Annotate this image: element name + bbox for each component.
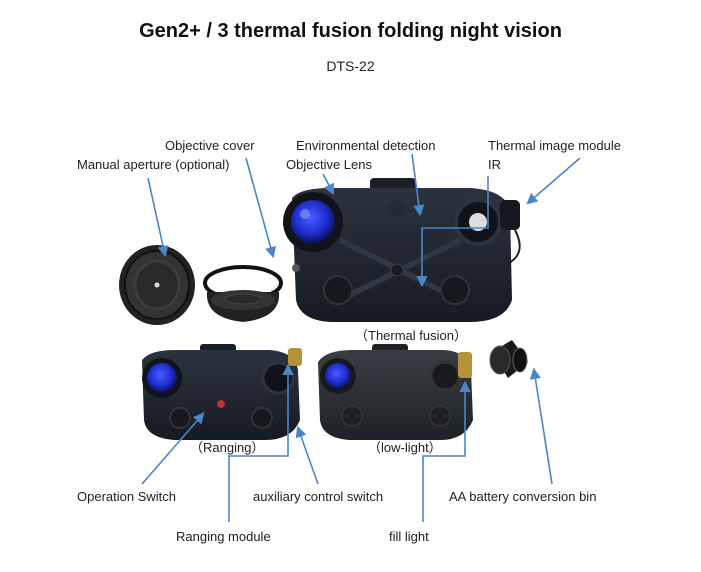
label-operation-switch: Operation Switch: [77, 489, 176, 504]
label-environmental-detection: Environmental detection: [296, 138, 436, 153]
label-aa-battery-bin: AA battery conversion bin: [449, 489, 597, 504]
label-objective-lens: Objective Lens: [286, 157, 372, 172]
label-auxiliary-control-switch: auxiliary control switch: [253, 489, 384, 504]
label-ranging: （Ranging）: [190, 440, 265, 455]
label-ir: IR: [488, 157, 501, 172]
low-light-device: [318, 344, 473, 440]
label-thermal-image-module: Thermal image module: [488, 138, 621, 153]
label-low-light: （low-light）: [368, 440, 442, 455]
label-thermal-fusion: （Thermal fusion）: [355, 328, 467, 343]
manual-aperture-cap: [119, 245, 195, 325]
thermal-fusion-device: [283, 178, 521, 322]
label-fill-light: fill light: [389, 529, 429, 544]
callout-lines: [141, 153, 581, 522]
label-manual-aperture: Manual aperture (optional): [77, 157, 230, 172]
page-title: Gen2+ / 3 thermal fusion folding night v…: [139, 20, 562, 42]
model-number: DTS-22: [326, 58, 375, 74]
label-objective-cover: Objective cover: [165, 138, 255, 153]
aa-battery-bin: [489, 340, 528, 378]
label-ranging-module: Ranging module: [176, 529, 271, 544]
objective-cover: [203, 265, 283, 322]
ranging-device: [142, 344, 302, 440]
